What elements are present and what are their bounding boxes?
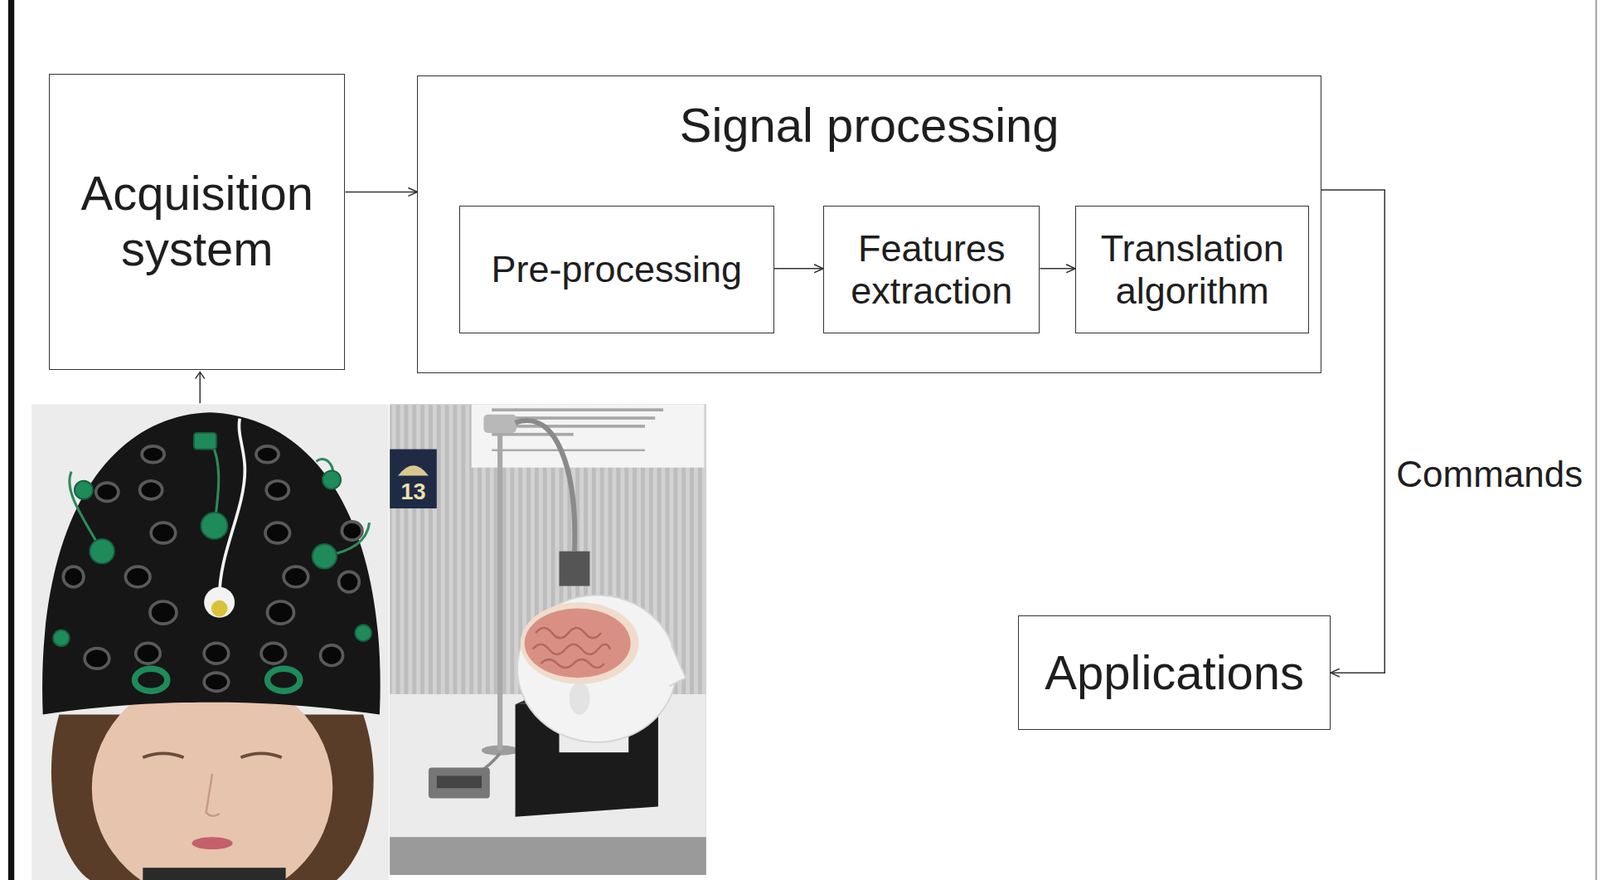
process-box: Features extraction xyxy=(823,205,1040,334)
brain-gyri xyxy=(533,627,611,668)
node-label: Pre-processing xyxy=(484,247,750,291)
photo-ground xyxy=(389,403,707,874)
label-holder: 13 xyxy=(389,449,437,509)
electrode-wires xyxy=(69,438,370,557)
cap-hole xyxy=(135,642,161,664)
badge xyxy=(389,449,437,509)
plug xyxy=(428,767,490,799)
skull-rim xyxy=(520,601,640,684)
connector-arrow xyxy=(344,191,417,194)
electrode xyxy=(322,470,341,489)
sign-line xyxy=(491,449,645,451)
plug-slot xyxy=(436,775,482,788)
applications-box: Applications xyxy=(1018,615,1331,730)
cap-hole xyxy=(203,672,229,691)
electrode-gel xyxy=(211,600,228,617)
cap-hole xyxy=(140,480,163,500)
left-bar xyxy=(8,0,15,880)
connector-arrow xyxy=(1039,267,1076,270)
connector-arrow xyxy=(774,267,824,270)
sign-line xyxy=(491,407,664,412)
implant-device xyxy=(559,551,591,587)
sign-lines xyxy=(491,407,664,451)
node-label: Acquisition system xyxy=(49,165,345,277)
cap-hole xyxy=(266,480,289,500)
acquisition-box: Acquisition system xyxy=(48,73,345,370)
cap-hole xyxy=(320,644,343,666)
cap-hole xyxy=(266,601,294,624)
model-ear xyxy=(569,681,591,714)
process-box: Translation algorithm xyxy=(1075,205,1310,334)
cap-hole xyxy=(63,566,84,587)
white-electrode xyxy=(203,586,235,618)
photo-arrowhead xyxy=(195,372,205,379)
cap-hole xyxy=(141,446,165,463)
electrode xyxy=(200,512,228,539)
sign-line xyxy=(491,416,655,420)
cap-hole xyxy=(256,446,279,463)
brain xyxy=(524,608,631,679)
node-label: Features extraction xyxy=(824,227,1039,314)
electrode xyxy=(354,624,372,641)
nose xyxy=(206,773,220,816)
electrode-ring xyxy=(134,668,167,691)
electrode xyxy=(312,543,338,569)
lamp-head xyxy=(483,414,516,433)
connector-arrow xyxy=(1321,189,1385,673)
electrode xyxy=(53,629,70,646)
cap-hole xyxy=(150,522,176,544)
electrode xyxy=(74,480,93,500)
cap-hole xyxy=(150,601,177,624)
eye xyxy=(142,752,184,757)
cap-hole xyxy=(84,648,110,670)
right-rule xyxy=(1595,0,1597,880)
sign xyxy=(471,403,705,467)
neck-collar xyxy=(142,867,286,880)
cap-hole xyxy=(339,571,360,592)
edge-label-holder: Commands xyxy=(1394,453,1585,496)
cap-holes xyxy=(63,446,363,691)
node-label: Signal processing xyxy=(673,97,1067,154)
shelf-edge xyxy=(389,836,707,875)
electrode-ring xyxy=(266,668,300,691)
implant-model-photo xyxy=(389,403,707,874)
process-box: Pre-processing xyxy=(459,205,775,334)
gooseneck xyxy=(515,420,576,552)
cap-hole xyxy=(283,566,309,587)
cap xyxy=(42,412,381,714)
model-head xyxy=(517,595,677,742)
white-wire xyxy=(219,418,246,597)
electrode xyxy=(89,538,115,564)
electrodes xyxy=(53,432,372,691)
edge-label: Commands xyxy=(1394,453,1585,496)
cap-hole xyxy=(265,522,291,544)
node-label: Applications xyxy=(1037,644,1311,701)
cap-hole xyxy=(203,642,229,664)
cap-hole xyxy=(125,566,151,587)
badge-logo xyxy=(397,465,429,476)
lips xyxy=(191,836,233,849)
eeg-cap-photo xyxy=(31,403,389,880)
cap-hole xyxy=(261,642,287,664)
node-label: Translation algorithm xyxy=(1076,227,1309,314)
sign-line xyxy=(491,432,573,437)
eye xyxy=(240,752,282,757)
cap-hole xyxy=(96,482,119,501)
stand-pole xyxy=(497,430,503,750)
exhibit-number: 13 xyxy=(400,479,426,505)
signal-processing-box: Signal processingPre-processing Features … xyxy=(416,75,1322,374)
model-nose xyxy=(669,644,686,686)
photo-arrow xyxy=(199,372,201,403)
cap-hole xyxy=(341,521,363,540)
electrode xyxy=(193,432,217,450)
